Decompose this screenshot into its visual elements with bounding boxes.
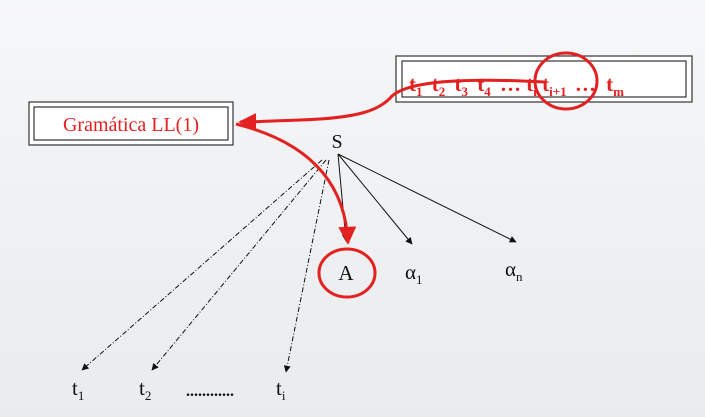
leaf-branches bbox=[81, 159, 330, 373]
token-ellipsis-1: … bbox=[500, 72, 521, 96]
highlight-lookahead-ring bbox=[533, 51, 599, 111]
arrow-input-to-grammar bbox=[238, 78, 545, 131]
child-a: A bbox=[338, 261, 354, 285]
child-branches bbox=[337, 153, 517, 245]
branch-to-t2 bbox=[151, 159, 327, 371]
branch-to-t1 bbox=[81, 159, 323, 371]
token-ti1-sub: i+1 bbox=[549, 84, 567, 99]
token-t1-sub: 1 bbox=[416, 84, 423, 99]
token-t3-sub: 3 bbox=[462, 84, 469, 99]
arrow-grammar-to-a bbox=[235, 122, 357, 245]
leaf-t1: t1 bbox=[72, 376, 84, 403]
token-tm-sub: m bbox=[613, 84, 624, 99]
token-t2-sub: 2 bbox=[439, 84, 446, 99]
tree-root-s: S bbox=[331, 131, 342, 153]
token-t4-sub: 4 bbox=[484, 84, 491, 99]
token-ellipsis-2: … bbox=[575, 72, 596, 96]
child-alphan: αn bbox=[505, 257, 523, 284]
leaf-ellipsis: ............ bbox=[186, 383, 234, 400]
grammar-label: Gramática LL(1) bbox=[63, 114, 199, 136]
token-t3-base: t bbox=[455, 72, 462, 96]
leaf-t2: t2 bbox=[139, 376, 151, 403]
token-t1-base: t bbox=[409, 72, 416, 96]
highlight-a-ring bbox=[317, 247, 377, 299]
branch-to-alpha1 bbox=[337, 153, 413, 245]
input-string-box bbox=[395, 55, 693, 103]
token-tm-base: t bbox=[606, 72, 613, 96]
leaf-ti: ti bbox=[276, 376, 286, 403]
branch-to-alphan bbox=[337, 153, 517, 243]
grammar-box bbox=[28, 101, 234, 146]
red-annotations bbox=[235, 51, 599, 299]
token-ti-base: t bbox=[526, 72, 533, 96]
branch-to-ti bbox=[283, 159, 330, 373]
token-t4-base: t bbox=[477, 72, 484, 96]
token-ti1-base: t bbox=[542, 72, 549, 96]
child-alpha1: α1 bbox=[405, 260, 423, 287]
token-ti-sub: i bbox=[533, 84, 537, 99]
